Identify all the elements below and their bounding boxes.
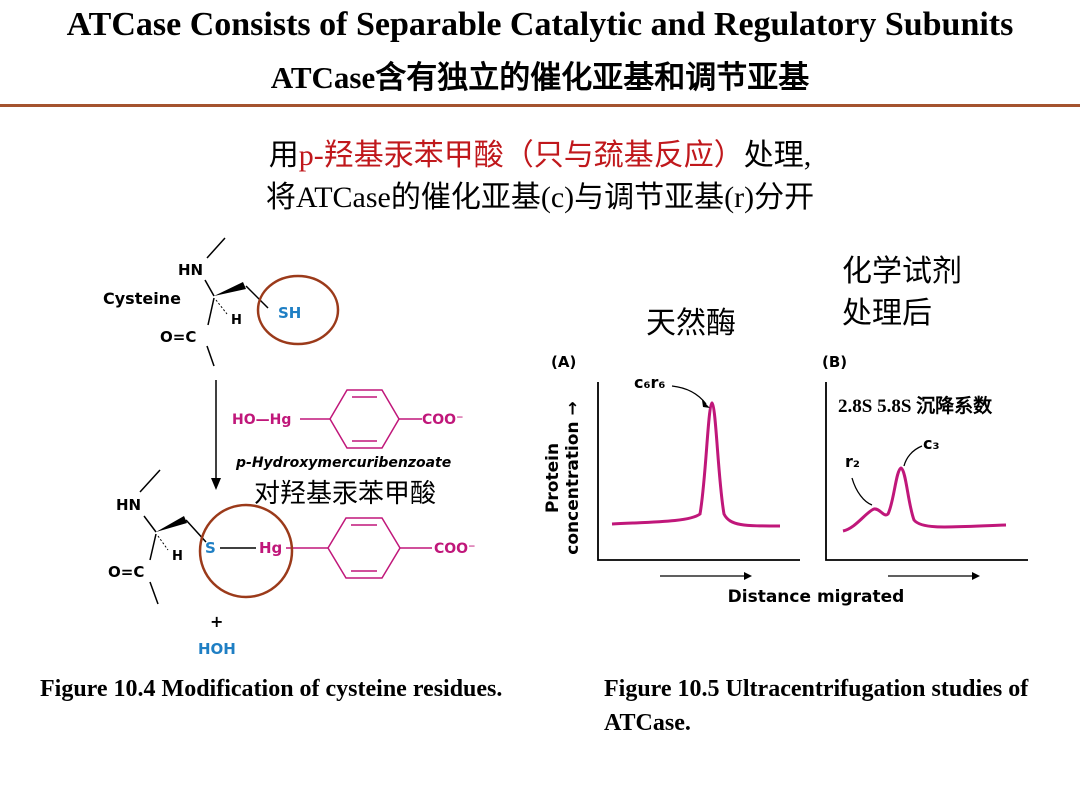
bond-ca-c-bottom	[149, 533, 157, 561]
title-english: ATCase Consists of Separable Catalytic a…	[66, 6, 1014, 43]
peak-c-pointer	[903, 445, 923, 467]
hash-h-bottom	[157, 535, 169, 551]
oc-top: O=C	[160, 328, 196, 346]
bond-cb-s-bottom	[185, 519, 207, 543]
reagent-name: p-Hydroxymercuribenzoate	[235, 455, 451, 471]
wedge-top	[214, 282, 246, 296]
peak-c-label: c₃	[923, 434, 940, 453]
backbone-bottom-in	[139, 469, 161, 493]
instruction-line-1: 用p-羟基汞苯甲酸（只与巯基反应）处理,	[0, 130, 1080, 174]
sh-group: SH	[278, 304, 301, 322]
reaction-arrowhead	[211, 478, 221, 490]
cysteine-label: Cysteine	[103, 289, 181, 308]
instruction-suffix: 处理,	[743, 139, 812, 172]
backbone-top-in	[206, 237, 226, 259]
label-native-enzyme: 天然酶	[646, 306, 736, 341]
title-chinese: ATCase含有独立的催化亚基和调节亚基	[270, 60, 810, 95]
instruction-reagent: p-羟基汞苯甲酸（只与巯基反应）	[298, 139, 744, 172]
oc-bottom: O=C	[108, 563, 144, 581]
peak-a-pointer	[671, 385, 707, 405]
backbone-bottom-out	[149, 581, 159, 605]
plus-sign: +	[210, 612, 223, 631]
reagent-ring	[329, 389, 400, 449]
panel-a-label: (A)	[551, 353, 576, 371]
sh-highlight-circle	[256, 274, 340, 346]
title-divider	[0, 104, 1080, 107]
s-hg-highlight-circle	[198, 503, 294, 599]
h-top: H	[231, 313, 242, 328]
reagent-ho-hg: HO—Hg	[232, 412, 291, 428]
backbone-top-out	[206, 345, 215, 367]
reagent-name-cn: 对羟基汞苯甲酸	[254, 479, 436, 509]
instruction-prefix: 用	[268, 139, 299, 172]
reagent-coo: COO⁻	[422, 412, 463, 428]
hn-top: HN	[178, 261, 203, 279]
peak-r-pointer	[851, 477, 873, 506]
sed-coefficients: 2.8S 5.8S 沉降系数	[838, 394, 993, 417]
label-treated-line-1: 化学试剂	[842, 254, 962, 289]
peak-a-label: c₆r₆	[634, 373, 665, 392]
xlabel: Distance migrated	[728, 587, 905, 607]
bond-n-ca-top	[204, 279, 215, 297]
wedge-bottom	[156, 516, 187, 532]
bond-cb-s-top	[245, 285, 269, 309]
peak-r-label: r₂	[845, 452, 860, 471]
s-atom: S	[205, 539, 216, 557]
instruction-line-2: 将ATCase的催化亚基(c)与调节亚基(r)分开	[265, 181, 815, 214]
h-bottom: H	[172, 549, 183, 564]
panel-b-label: (B)	[822, 353, 847, 371]
panel-a-axes	[597, 382, 800, 561]
product-coo: COO⁻	[434, 541, 475, 557]
product-ring	[327, 517, 401, 579]
panel-b-curve	[842, 466, 1007, 533]
hoh-product: HOH	[198, 640, 236, 658]
hash-h-top	[215, 299, 228, 315]
bond-n-ca-bottom	[143, 515, 157, 533]
bond-ca-c-top	[207, 297, 215, 326]
label-treated-line-2: 处理后	[842, 296, 932, 331]
hn-bottom: HN	[116, 496, 141, 514]
ylabel-line-2: concentration →	[563, 401, 583, 554]
ylabel-line-1: Protein	[543, 443, 563, 513]
hg-atom: Hg	[259, 539, 282, 557]
panel-a-curve	[611, 401, 781, 528]
figure-10-5-caption: Figure 10.5 Ultracentrifugation studies …	[604, 676, 1029, 736]
panel-b-axes	[825, 382, 1028, 561]
figure-10-4-caption: Figure 10.4 Modification of cysteine res…	[40, 676, 503, 702]
